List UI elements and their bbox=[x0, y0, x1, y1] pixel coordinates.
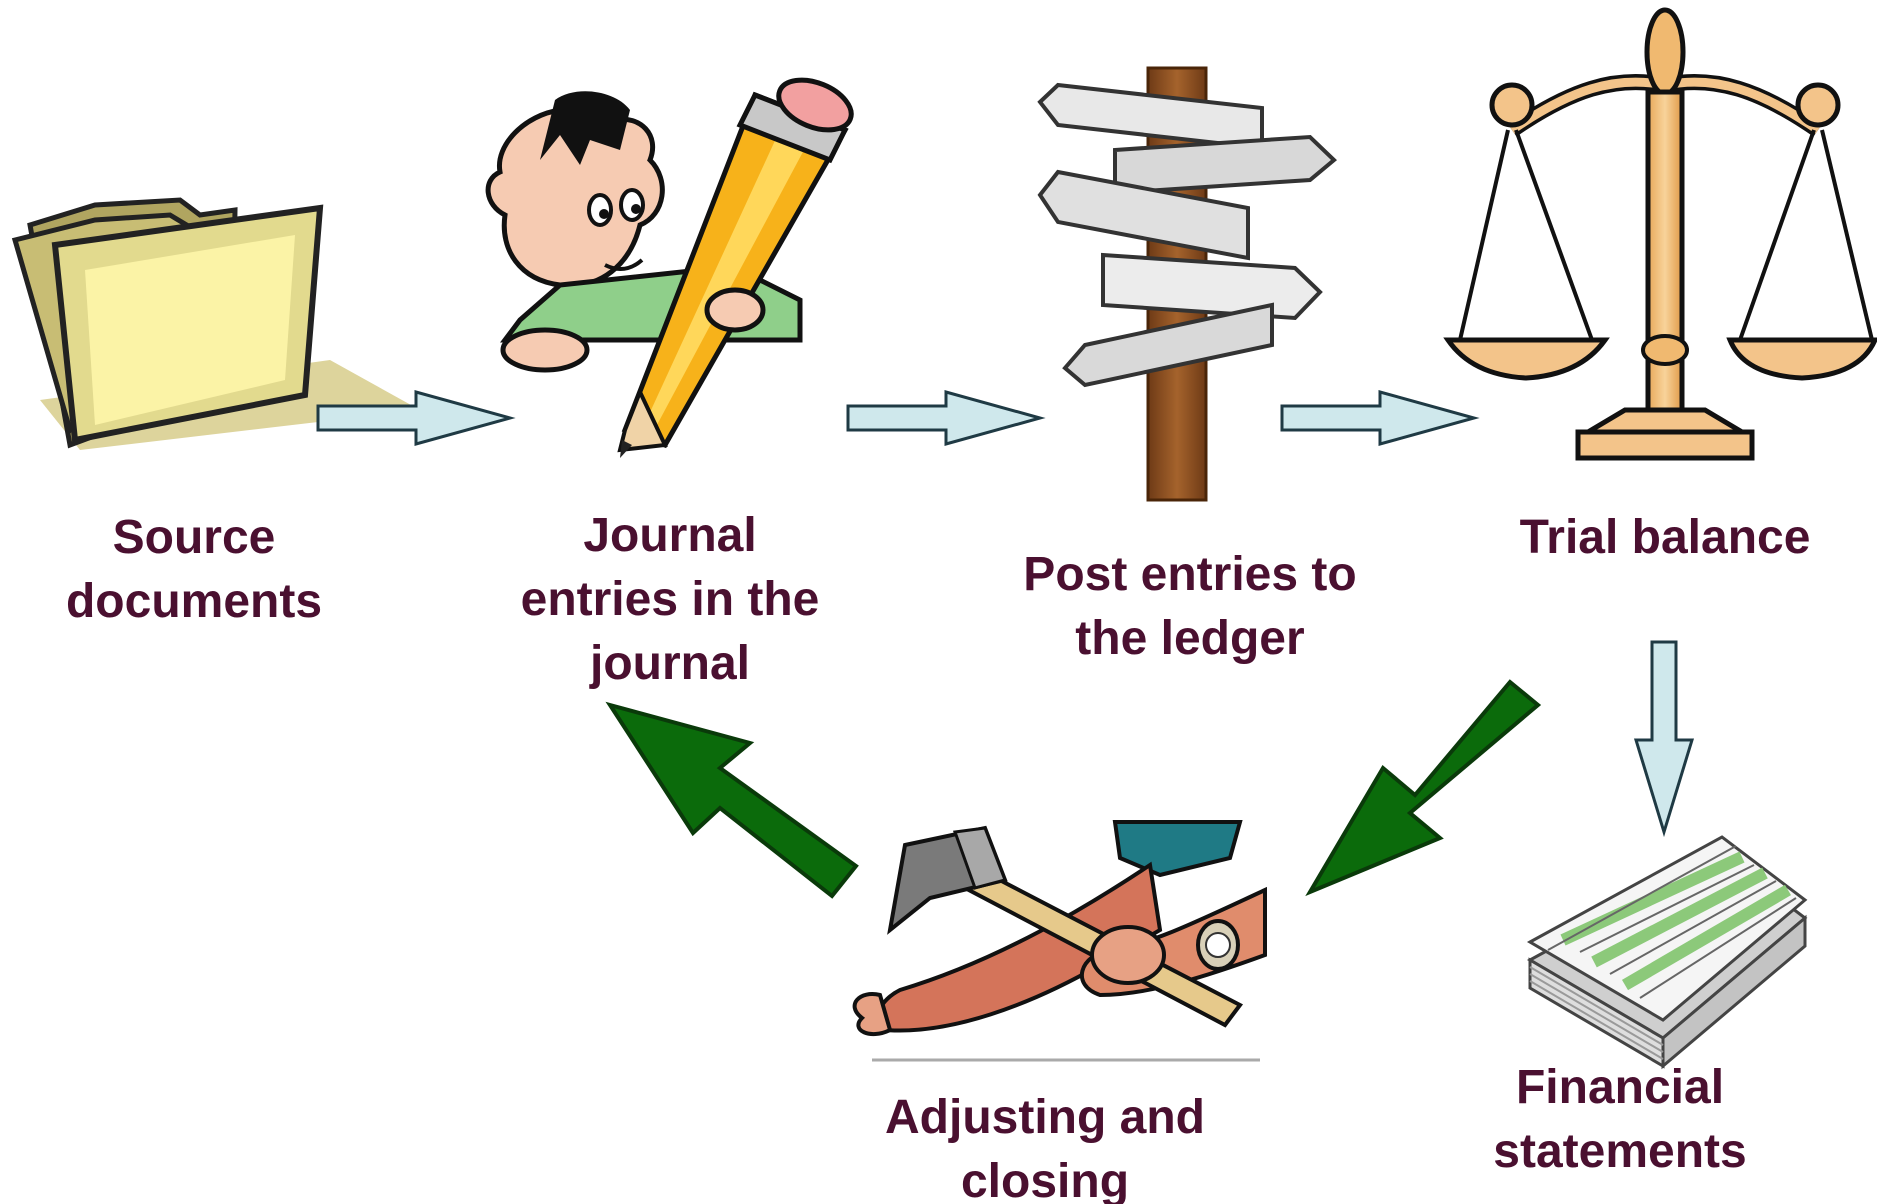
trial-balance-label: Trial balance bbox=[1480, 506, 1850, 570]
source-documents-label: Source documents bbox=[24, 506, 364, 634]
adjusting-closing-label: Adjusting and closing bbox=[860, 1086, 1230, 1204]
report-stack-icon bbox=[1526, 835, 1808, 1070]
pencil-writer-icon bbox=[485, 77, 854, 458]
flow-arrow-ledger-to-trial bbox=[1280, 390, 1480, 446]
source-documents-line1: Source bbox=[112, 511, 276, 564]
financial-statements-line2: statements bbox=[1493, 1125, 1747, 1178]
adjusting-closing-line1: Adjusting and bbox=[885, 1091, 1205, 1144]
financial-statements-line1: Financial bbox=[1515, 1061, 1725, 1114]
source-documents-line2: documents bbox=[65, 575, 323, 628]
hammer-icon bbox=[852, 820, 1267, 1062]
cycle-arrow-adjusting-to-journal bbox=[605, 701, 859, 899]
signpost-icon bbox=[1037, 66, 1337, 502]
cycle-arrow-trial-to-adjusting bbox=[1305, 679, 1542, 897]
flow-arrow-source-to-journal bbox=[316, 390, 516, 446]
adjusting-closing-line2: closing bbox=[960, 1155, 1130, 1204]
financial-statements-label: Financial statements bbox=[1460, 1056, 1780, 1184]
journal-entries-line2: entries in the bbox=[520, 573, 820, 626]
folder-icon bbox=[11, 197, 420, 450]
balance-scale-icon bbox=[1443, 7, 1877, 461]
post-entries-label: Post entries to the ledger bbox=[990, 543, 1390, 671]
trial-balance-line1: Trial balance bbox=[1519, 511, 1811, 564]
flow-arrow-journal-to-ledger bbox=[846, 390, 1046, 446]
journal-entries-label: Journal entries in the journal bbox=[490, 504, 850, 696]
journal-entries-line1: Journal bbox=[583, 509, 757, 562]
post-entries-line1: Post entries to bbox=[1023, 548, 1357, 601]
flow-arrow-trial-to-financial bbox=[1633, 640, 1695, 838]
post-entries-line2: the ledger bbox=[1075, 612, 1305, 665]
journal-entries-line3: journal bbox=[589, 637, 750, 690]
